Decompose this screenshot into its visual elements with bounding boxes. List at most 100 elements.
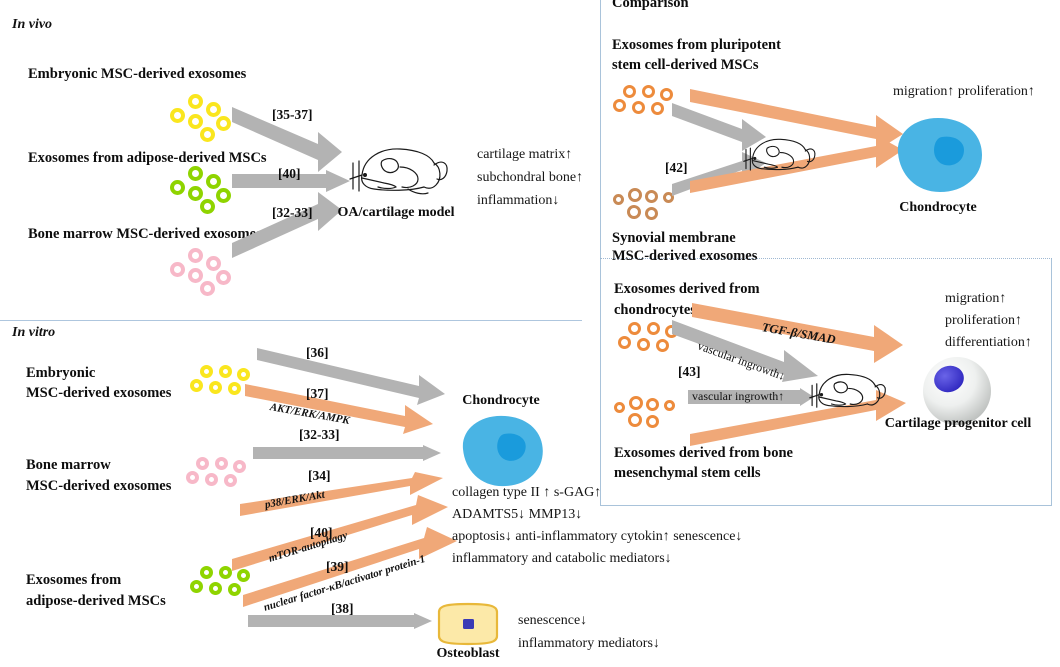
exosome-cluster-chondrocyte-derived (618, 322, 678, 364)
exosome-particle (656, 339, 669, 352)
exosome-particle (629, 396, 643, 410)
exosome-particle (219, 365, 232, 378)
exosome-particle (646, 415, 659, 428)
exosome-particle (188, 268, 203, 283)
node-label-chondrocyte-invitro: Chondrocyte (462, 393, 540, 408)
exosome-particle (205, 473, 218, 486)
arrow-progenitor-bone-orange (690, 390, 906, 446)
arrow-comparison-synovial-orange (690, 135, 903, 193)
outcome-invitro-osteoblast-0: senescence↓ (518, 613, 588, 628)
exosome-particle (233, 460, 246, 473)
outcome-progenitor-0: migration↑ (945, 291, 1007, 306)
exosome-cluster-adipose-invitro (190, 566, 252, 608)
outcome-comparison-0: migration↑ proliferation↑ (893, 84, 1035, 99)
divider-comparison-progenitor (600, 258, 1052, 259)
exosome-particle (646, 398, 659, 411)
exosome-particle (614, 402, 625, 413)
exosome-particle (216, 116, 231, 131)
exosome-particle (663, 192, 674, 203)
arrow-invitro-39 (243, 527, 457, 607)
outcome-invivo-1: subchondral bone↑ (477, 170, 584, 185)
outcome-invitro-chondrocyte-1: ADAMTS5↓ MMP13↓ (452, 507, 583, 522)
comparison-top-source-line2: stem cell-derived MSCs (612, 57, 759, 73)
exosome-particle (637, 338, 650, 351)
exosome-particle (200, 199, 215, 214)
exosome-cluster-synovial (613, 188, 679, 232)
section-label-in-vitro: In vitro (12, 325, 56, 340)
exosome-particle (664, 400, 675, 411)
exosome-particle (190, 379, 203, 392)
exosome-particle (209, 381, 222, 394)
exosome-particle (206, 174, 221, 189)
exosome-cluster-embryonic-invivo (170, 94, 232, 144)
node-label-osteoblast: Osteoblast (436, 646, 500, 661)
exosome-particle (224, 474, 237, 487)
progenitor-panel-frame (600, 259, 1052, 506)
in-vivo-source-label-2: Bone marrow MSC-derived exosomes (28, 226, 262, 242)
exosome-particle (216, 270, 231, 285)
ref-label-progenitor: [43] (678, 364, 701, 379)
exosome-particle (647, 322, 660, 335)
exosome-particle (219, 566, 232, 579)
chondrocyte-cell-comparison (890, 115, 986, 195)
exosome-particle (228, 382, 241, 395)
exosome-cluster-embryonic-invitro (190, 365, 252, 407)
outcome-invitro-osteoblast-1: inflammatory mediators↓ (518, 636, 660, 651)
exosome-particle (623, 85, 636, 98)
node-label-cartilage-progenitor-cell: Cartilage progenitor cell (884, 416, 1032, 431)
exosome-particle (613, 194, 624, 205)
exosome-particle (200, 365, 213, 378)
ref-label-invitro-37: [37] (306, 386, 329, 401)
exosome-particle (200, 281, 215, 296)
exosome-particle (188, 94, 203, 109)
exosome-particle (627, 205, 641, 219)
ref-label-comparison: [42] (665, 160, 688, 175)
outcome-invitro-chondrocyte-0: collagen type II ↑ s-GAG↑ (452, 485, 602, 500)
arrow-invivo-embryonic (232, 107, 342, 172)
arrow-invivo-bonemarrow (232, 192, 342, 258)
in-vitro-source-0-line2: MSC-derived exosomes (26, 385, 172, 401)
exosome-particle (188, 166, 203, 181)
arrow-progenitor-vascular-up (688, 388, 814, 406)
exosome-particle (200, 127, 215, 142)
in-vitro-source-2-line2: adipose-derived MSCs (26, 593, 166, 609)
exosome-particle (170, 262, 185, 277)
exosome-particle (628, 322, 641, 335)
in-vivo-source-label-0: Embryonic MSC-derived exosomes (28, 66, 247, 82)
ref-label-invivo-1: [40] (278, 166, 301, 181)
exosome-particle (170, 180, 185, 195)
exosome-cluster-bone-msc-derived (614, 396, 680, 440)
exosome-cluster-adipose-invivo (170, 166, 232, 216)
exosome-cluster-bonemarrow-invivo (170, 248, 232, 298)
exosome-particle (237, 569, 250, 582)
arrow-invivo-adipose (232, 170, 350, 192)
outcome-invivo-2: inflammation↓ (477, 193, 560, 208)
arrow-invitro-38 (248, 613, 432, 629)
exosome-particle (188, 248, 203, 263)
section-label-in-vivo: In vivo (12, 17, 53, 32)
arrow-progenitor-vascular-down (672, 320, 818, 382)
arrow-comparison-pluripotent-orange (690, 89, 903, 151)
progenitor-top-source-line1: Exosomes derived from (614, 281, 760, 297)
arrow-invitro-40 (232, 495, 448, 571)
exosome-particle (206, 256, 221, 271)
comparison-panel-left-border (600, 0, 601, 258)
in-vitro-source-1-line2: MSC-derived exosomes (26, 478, 172, 494)
comparison-top-source-line1: Exosomes from pluripotent (612, 37, 781, 53)
outcome-invitro-chondrocyte-3: inflammatory and catabolic mediators↓ (452, 551, 672, 566)
exosome-particle (216, 188, 231, 203)
exosome-cluster-pluripotent (613, 85, 675, 127)
outcome-progenitor-2: differentiation↑ (945, 335, 1032, 350)
cartilage-progenitor-cell (921, 355, 993, 427)
exosome-particle (613, 99, 626, 112)
exosome-particle (209, 582, 222, 595)
arrow-invitro-36 (257, 348, 445, 405)
exosome-particle (642, 85, 655, 98)
path-label-vascular-ingrowth-up: vascular ingrowth↑ (692, 389, 785, 403)
section-label-comparison: Comparison (612, 0, 689, 11)
ref-label-invitro-34: [34] (308, 468, 331, 483)
ref-label-invivo-0: [35-37] (272, 107, 313, 122)
outcome-invitro-chondrocyte-2: apoptosis↓ anti-inflammatory cytokin↑ se… (452, 529, 743, 544)
progenitor-bottom-source-line1: Exosomes derived from bone (614, 445, 793, 461)
